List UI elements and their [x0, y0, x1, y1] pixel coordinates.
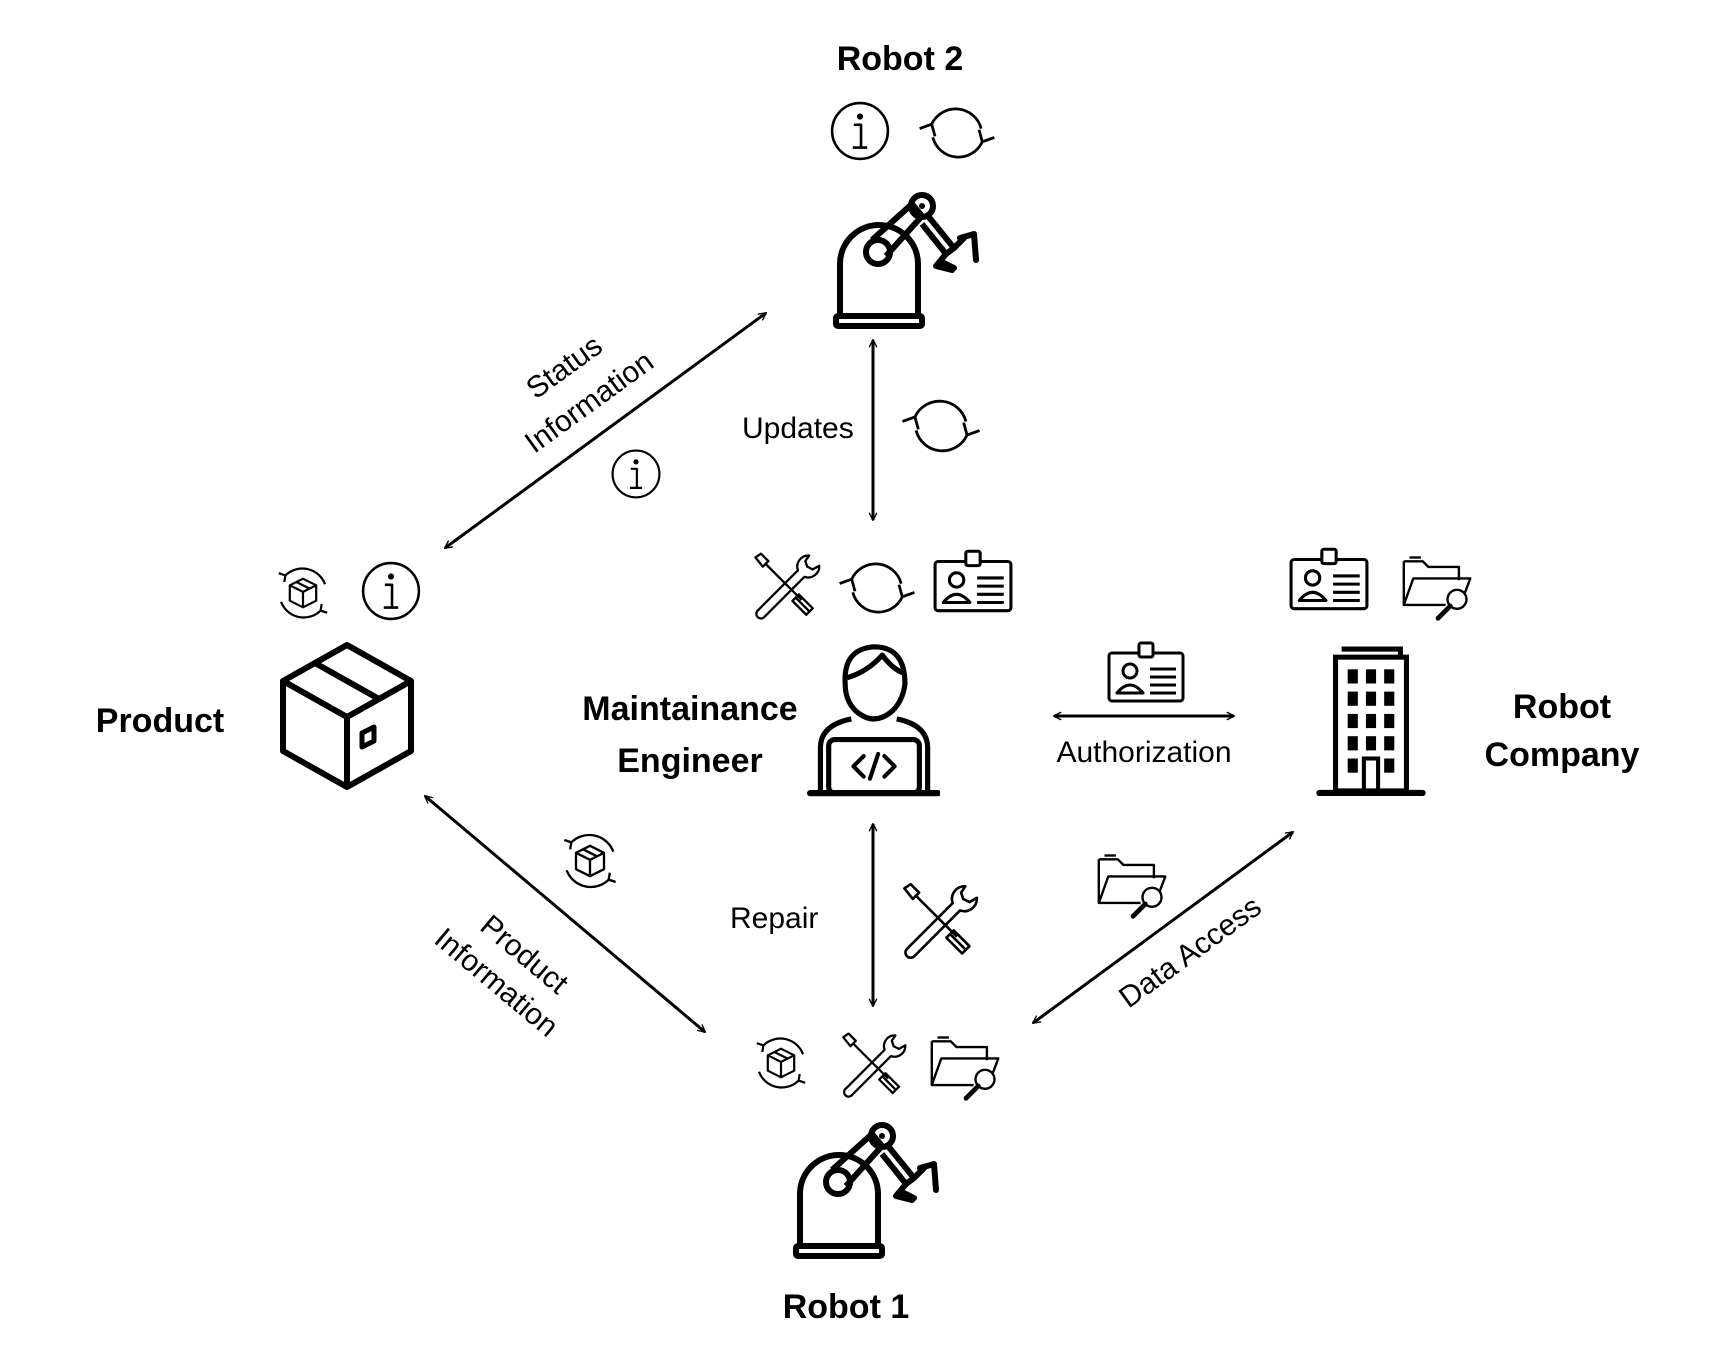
company-node: Robot Company — [1289, 547, 1640, 793]
robot1-node: Robot 1 — [755, 1032, 999, 1326]
edge-data-access: Data Access — [1031, 830, 1295, 1025]
refresh-icon — [918, 107, 996, 159]
edge-updates: Updates — [742, 338, 981, 522]
authorization-label: Authorization — [1056, 736, 1231, 769]
id-badge-icon — [1289, 547, 1369, 611]
arrow-status-information — [443, 311, 768, 550]
id-badge-icon — [1107, 641, 1185, 703]
folder-search-icon — [1099, 856, 1166, 917]
info-icon — [830, 101, 890, 161]
company-label-line1: Robot — [1513, 688, 1611, 726]
robot2-node: Robot 2 — [830, 40, 996, 326]
edge-authorization: Authorization — [1052, 641, 1236, 769]
info-icon — [361, 561, 421, 621]
engineer-node: Maintainance Engineer — [582, 549, 1013, 793]
refresh-icon — [901, 399, 981, 453]
product-node: Product — [96, 561, 421, 787]
edge-repair: Repair — [730, 822, 979, 1008]
id-badge-icon — [933, 549, 1013, 613]
tools-icon — [903, 882, 979, 960]
arrow-data-access — [1031, 830, 1295, 1025]
box-icon — [283, 645, 411, 787]
robot1-label: Robot 1 — [783, 1288, 910, 1326]
engineer-label-line1: Maintainance — [582, 690, 797, 728]
robot2-label: Robot 2 — [837, 40, 964, 78]
robot-arm-icon — [796, 1125, 936, 1256]
product-label: Product — [96, 702, 224, 740]
updates-label: Updates — [742, 412, 854, 445]
edge-status-information: Status Information — [443, 311, 768, 550]
engineer-icon — [810, 647, 938, 793]
info-icon — [611, 449, 661, 499]
product-cycle-icon — [277, 567, 329, 619]
repair-label: Repair — [730, 902, 818, 935]
arrow-product-information — [423, 794, 707, 1034]
folder-search-icon — [932, 1038, 999, 1099]
edge-product-information: Product Information — [423, 794, 707, 1044]
tools-icon — [754, 552, 821, 620]
company-label-line2: Company — [1485, 736, 1640, 774]
product-cycle-icon — [755, 1037, 807, 1089]
tools-icon — [842, 1032, 907, 1098]
folder-search-icon — [1404, 558, 1471, 619]
robot-arm-icon — [836, 195, 976, 326]
engineer-label-line2: Engineer — [617, 742, 762, 780]
product-cycle-icon — [563, 833, 617, 889]
building-icon — [1319, 649, 1422, 793]
refresh-icon — [838, 562, 916, 614]
